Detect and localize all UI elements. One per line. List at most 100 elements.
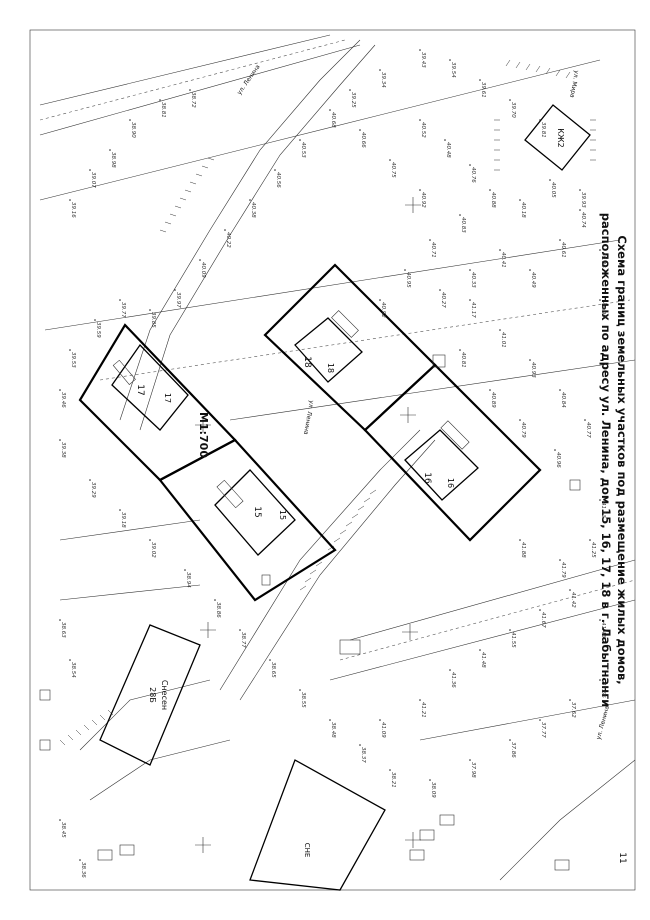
building-demolished: 28Б Снесен [99, 624, 201, 766]
elevation-label: 41.46 [600, 622, 606, 638]
elevation-point [539, 719, 541, 721]
elevation-label: 38.94 [185, 572, 191, 588]
elevation-point [379, 299, 381, 301]
elevation-point [349, 89, 351, 91]
elevation-label: 37.62 [570, 702, 576, 718]
elevation-label: 39.93 [580, 192, 586, 208]
elevation-label: 39.02 [150, 542, 156, 558]
building-top-right-label: КЖ2 [556, 128, 565, 147]
elevation-point [419, 49, 421, 51]
elevation-label: 41.13 [600, 502, 606, 518]
elevation-label: 39.70 [510, 102, 516, 118]
elevation-point [149, 309, 151, 311]
elevation-label: 41.17 [470, 302, 476, 318]
elevation-point [129, 119, 131, 121]
parcel-17-boundary[interactable] [78, 323, 237, 482]
title-line-2: расположенных по адресу ул. Ленина, дом … [599, 213, 613, 707]
elevation-label: 39.61 [480, 82, 486, 98]
elevation-label: 39.85 [150, 312, 156, 328]
elevation-label: 40.56 [275, 172, 281, 188]
elevation-point [519, 539, 521, 541]
parcel-16-outer-label: 16 [446, 478, 455, 488]
elevation-point [499, 329, 501, 331]
elevation-point [549, 179, 551, 181]
elevation-label: 38.09 [430, 782, 436, 798]
elevation-label: 41.01 [500, 332, 506, 348]
elevation-point [439, 289, 441, 291]
elevation-point [359, 744, 361, 746]
elevation-point [579, 209, 581, 211]
parcel-15-boundary[interactable] [158, 438, 337, 602]
elevation-label: 39.25 [350, 92, 356, 108]
parcel-15-outer-label: 15 [278, 510, 287, 520]
elevation-point [159, 99, 161, 101]
elevation-label: 40.89 [490, 392, 496, 408]
road-lines [39, 34, 636, 881]
elevation-point [119, 299, 121, 301]
elevation-point [274, 169, 276, 171]
elevation-point [419, 699, 421, 701]
demolished-building-number: 28Б [148, 687, 157, 703]
elevation-label: 39.54 [450, 62, 456, 78]
elevation-point [389, 769, 391, 771]
elevation-label: 38.81 [160, 102, 166, 118]
elevation-point [379, 719, 381, 721]
elevation-label: 40.79 [520, 422, 526, 438]
elevation-point [469, 759, 471, 761]
elevation-label: 40.22 [225, 232, 231, 248]
elevation-point [479, 649, 481, 651]
elevation-label: 37.86 [510, 742, 516, 758]
elevation-label: 41.48 [480, 652, 486, 668]
elevation-label: 40.92 [380, 302, 386, 318]
elevation-label: 40.75 [390, 162, 396, 178]
elevation-label: 40.88 [490, 192, 496, 208]
building-bottom-block: СНЕ [249, 759, 386, 891]
bottom-block-label: СНЕ [303, 843, 311, 858]
elevation-point [489, 389, 491, 391]
street-lenina-lower: ул. Ленина [595, 705, 611, 741]
corner-number: 11 [617, 852, 627, 863]
elevation-label: 38.21 [390, 772, 396, 788]
parcel-16-boundary[interactable] [363, 363, 542, 542]
elevation-point [329, 719, 331, 721]
elevation-point [559, 559, 561, 561]
elevation-label: 39.81 [540, 122, 546, 138]
elevation-point [509, 99, 511, 101]
parcel-17-outer-label: 17 [163, 393, 172, 403]
elevation-label: 40.96 [555, 452, 561, 468]
elevation-label: 40.53 [300, 142, 306, 158]
elevation-point [554, 449, 556, 451]
elevation-point [509, 629, 511, 631]
parcel-boundaries[interactable] [78, 263, 542, 602]
elevation-label: 40.81 [460, 352, 466, 368]
elevation-point [559, 239, 561, 241]
parcel-18-boundary[interactable] [263, 263, 437, 432]
elevation-point [69, 659, 71, 661]
elevation-point [449, 669, 451, 671]
elevation-label: 38.86 [215, 602, 221, 618]
elevation-point [599, 299, 601, 301]
embankment-hatching [59, 59, 596, 746]
parcel-18-inner-label: 18 [302, 356, 312, 368]
elevation-point [239, 629, 241, 631]
elevation-point [89, 479, 91, 481]
elevation-point [404, 269, 406, 271]
elevation-point [224, 229, 226, 231]
elevation-point [509, 739, 511, 741]
elevation-point [109, 149, 111, 151]
elevation-label: 40.05 [550, 182, 556, 198]
parcel-17-inner-label: 17 [135, 384, 145, 395]
title-line-1: Схема границ земельных участков под разм… [615, 235, 629, 684]
elevation-label: 41.36 [450, 672, 456, 688]
elevation-point [59, 389, 61, 391]
street-mira: ул. Мира [568, 70, 580, 99]
street-lenina-mid: ул. Ленина [302, 400, 315, 436]
parcel-labels: 18 18 16 16 17 17 15 15 [135, 356, 455, 520]
elevation-point [79, 859, 81, 861]
elevation-label: 40.49 [530, 272, 536, 288]
elevation-label: 41.21 [420, 702, 426, 718]
elevation-point [59, 439, 61, 441]
elevation-label: 39.16 [70, 202, 76, 218]
elevation-point [444, 139, 446, 141]
